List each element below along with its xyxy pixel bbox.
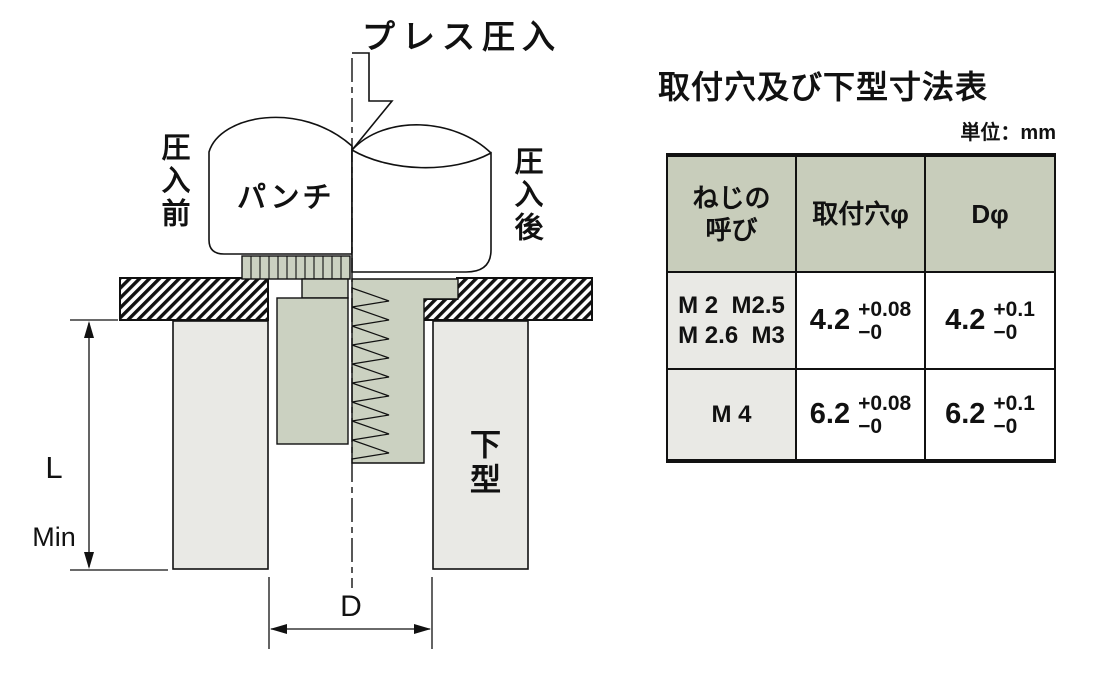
d-value: 4.2 — [945, 304, 986, 336]
thread-profile — [351, 287, 390, 460]
before-press-label: 圧入前 — [157, 132, 189, 231]
installation-diagram — [70, 52, 593, 649]
header-screw-line1: ねじの — [692, 183, 771, 213]
dim-min-text: Min — [32, 522, 76, 552]
d-tol-minus: −0 — [993, 320, 1018, 344]
table-row: M 2 M2.5 M 2.6 M3 4.2 +0.08 −0 4.2 +0.1 … — [668, 271, 1054, 368]
hole-tolerance: +0.08 −0 — [858, 392, 911, 438]
header-d-phi: Dφ — [924, 157, 1054, 271]
dimension-l-min-label: L Min — [18, 414, 90, 588]
hole-tol-plus: +0.08 — [858, 391, 912, 415]
punch-shape — [208, 116, 353, 255]
hole-tol-minus: −0 — [858, 320, 883, 344]
hole-value: 6.2 — [809, 398, 851, 430]
plate-left-hatch — [119, 277, 269, 321]
hole-tol-plus: +0.08 — [858, 297, 912, 321]
screw-size-line1: M 4 — [711, 400, 752, 428]
header-screw-line2: 呼び — [705, 215, 758, 245]
dim-arrow-right — [414, 624, 431, 634]
table-row: M 4 6.2 +0.08 −0 6.2 +0.1 −0 — [668, 368, 1054, 459]
d-phi-cell: 4.2 +0.1 −0 — [924, 273, 1054, 368]
stud-shank-before — [276, 297, 349, 445]
d-tol-minus: −0 — [993, 414, 1018, 438]
press-arrow-icon — [351, 52, 394, 151]
dim-arrow-left — [270, 624, 287, 634]
header-mounting-hole: 取付穴φ — [795, 157, 924, 271]
d-phi-cell: 6.2 +0.1 −0 — [924, 370, 1054, 459]
hole-tol-minus: −0 — [858, 414, 883, 438]
dimension-table: ねじの 呼び 取付穴φ Dφ M 2 M2.5 M 2.6 M3 4.2 +0.… — [666, 153, 1056, 463]
table-header-row: ねじの 呼び 取付穴φ Dφ — [668, 157, 1054, 271]
screw-size-line1: M 2 M2.5 — [678, 291, 785, 319]
punch-cylinder-body — [351, 148, 492, 273]
d-tol-plus: +0.1 — [993, 297, 1035, 321]
dim-l-text: L — [45, 450, 63, 485]
lower-die-label: 下型 — [465, 428, 500, 498]
dim-arrow-down — [84, 552, 94, 569]
die-block-left — [172, 320, 269, 570]
dimension-d-label: D — [340, 590, 362, 623]
screw-size-cell: M 4 — [668, 370, 795, 459]
screw-size-line2: M 2.6 M3 — [678, 321, 785, 349]
flange-serrations — [250, 256, 342, 279]
press-insert-label: プレス圧入 — [362, 18, 562, 55]
punch-cylinder-rim — [351, 124, 492, 154]
after-press-label: 圧入後 — [510, 146, 542, 245]
stud-pilot-before — [301, 278, 349, 299]
d-value: 6.2 — [945, 398, 986, 430]
d-tolerance: +0.1 −0 — [993, 392, 1034, 438]
mounting-hole-cell: 4.2 +0.08 −0 — [795, 273, 924, 368]
d-tolerance: +0.1 −0 — [993, 298, 1034, 344]
table-title: 取付穴及び下型寸法表 — [658, 69, 989, 105]
dim-arrow-up — [84, 321, 94, 338]
header-screw-size: ねじの 呼び — [668, 157, 795, 271]
punch-label: パンチ — [237, 182, 335, 214]
die-block-right — [432, 320, 529, 570]
mounting-hole-cell: 6.2 +0.08 −0 — [795, 370, 924, 459]
d-tol-plus: +0.1 — [993, 391, 1035, 415]
hole-value: 4.2 — [809, 304, 851, 336]
dimension-d — [268, 577, 433, 649]
dimension-l — [70, 319, 168, 571]
hole-tolerance: +0.08 −0 — [858, 298, 911, 344]
screw-size-cell: M 2 M2.5 M 2.6 M3 — [668, 273, 795, 368]
table-unit-label: 単位：mm — [960, 122, 1056, 144]
